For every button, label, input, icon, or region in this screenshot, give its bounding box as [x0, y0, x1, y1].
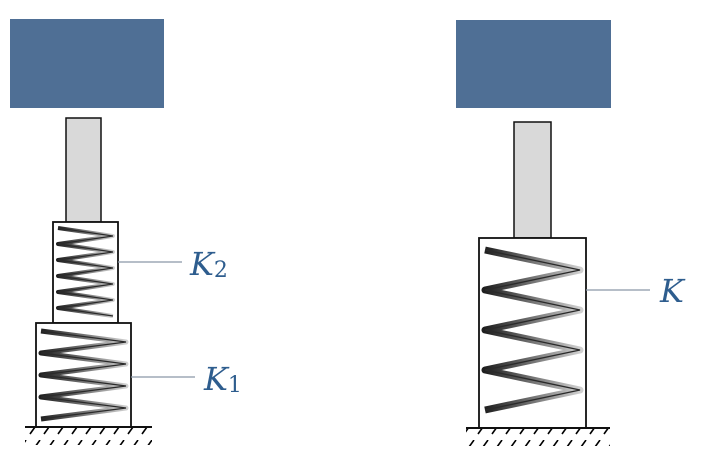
label-k1-subscript: 1 [228, 373, 242, 398]
label-k1-letter: K [203, 360, 230, 398]
equivalent-spring-coil [481, 246, 584, 414]
label-k2-subscript: 2 [214, 258, 228, 283]
left-mass-block [10, 19, 164, 108]
upper-spring-coil [56, 226, 115, 318]
lower-spring-coil [38, 328, 129, 422]
label-k-letter: K [659, 272, 686, 310]
right-system: K [456, 20, 686, 446]
left-system: K2 K1 [10, 19, 242, 445]
left-ground [25, 426, 152, 445]
label-k2: K2 [189, 245, 228, 283]
label-k1: K1 [203, 360, 242, 398]
left-rod [65, 117, 102, 223]
right-ground [466, 427, 610, 446]
right-rod [513, 121, 552, 239]
right-mass-block [456, 20, 611, 108]
label-k: K [659, 272, 686, 310]
label-k2-letter: K [189, 245, 216, 283]
